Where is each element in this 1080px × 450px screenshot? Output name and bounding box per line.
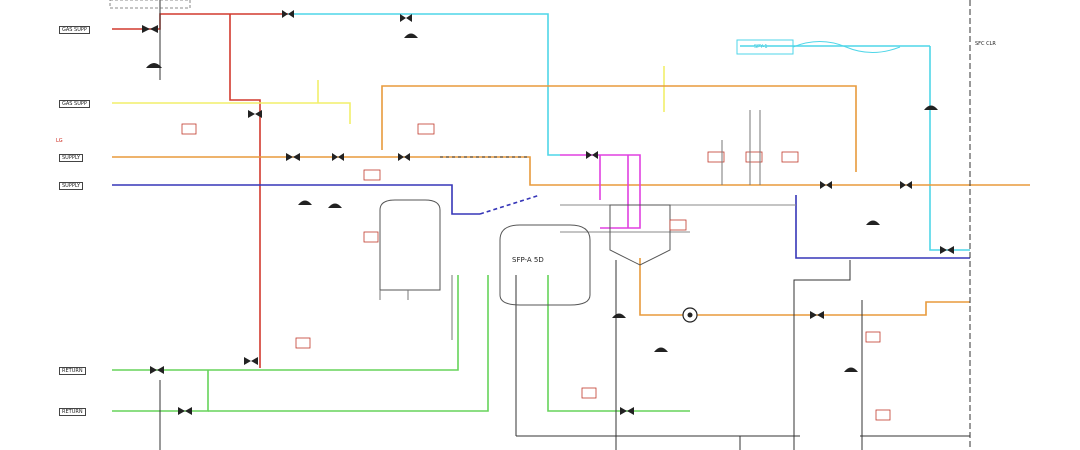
actuator-icon (146, 63, 162, 68)
valve-icon[interactable] (244, 357, 258, 365)
valve-icon[interactable] (820, 181, 832, 189)
pump-icon[interactable] (682, 307, 698, 323)
instrument-tag (707, 151, 725, 163)
cyan-tank (736, 39, 901, 55)
green-process-line (112, 275, 459, 371)
valve-icon[interactable] (178, 407, 192, 415)
black-right-line (793, 260, 851, 450)
line-tag-4: SUPPLY (59, 182, 84, 190)
instrument-tag (181, 123, 197, 135)
green-return-line (208, 275, 489, 412)
valve-icon[interactable] (248, 110, 262, 118)
actuator-icon (612, 313, 626, 318)
actuator-icon (844, 367, 858, 372)
top-boundary-box (109, 0, 191, 9)
actuator-icon (654, 347, 668, 352)
actuator-icon (298, 200, 312, 205)
actuator-icon (404, 33, 418, 38)
instrument-tag (745, 151, 763, 163)
green-riser-line (547, 275, 690, 412)
blue-process-line (112, 184, 480, 215)
instrument-tag (865, 331, 881, 343)
line-tag-2: GAS SUPP (59, 100, 90, 108)
instrument-tag (363, 169, 381, 181)
valve-icon[interactable] (142, 25, 158, 33)
instrument-tag (417, 123, 435, 135)
blue-right-line (795, 195, 970, 259)
blue-dashed-line (479, 194, 541, 215)
orange-loop-line (381, 85, 857, 172)
valve-icon[interactable] (940, 246, 954, 254)
valve-icon[interactable] (398, 153, 410, 161)
actuator-icon (924, 105, 938, 110)
cyan-tank-label: SPY-1 (754, 44, 768, 50)
red-riser-line (229, 14, 261, 368)
cyan-right-line (929, 46, 970, 251)
instrument-tag (581, 387, 597, 399)
line-tag-6: RETURN (59, 408, 86, 416)
actuator-icon (866, 220, 880, 225)
line-tag-1: GAS SUPP (59, 26, 90, 34)
valve-icon[interactable] (400, 14, 412, 22)
instrument-tag (669, 219, 687, 231)
valve-icon[interactable] (150, 366, 164, 374)
yellow-process-line (112, 102, 351, 124)
valve-icon[interactable] (286, 153, 300, 161)
line-tag-3: SUPPLY (59, 154, 84, 162)
actuator-icon (328, 203, 342, 208)
valve-icon[interactable] (620, 407, 634, 415)
line-tag-5: RETURN (59, 367, 86, 375)
instrument-tag (875, 409, 891, 421)
valve-icon[interactable] (810, 311, 824, 319)
valve-icon[interactable] (900, 181, 912, 189)
red-process-line (112, 13, 288, 30)
cyan-process-line (288, 13, 560, 156)
instrument-tag (363, 231, 379, 243)
valve-icon[interactable] (586, 151, 598, 159)
orange-line-note: LG (56, 138, 63, 144)
valve-icon[interactable] (332, 153, 344, 161)
orange-process-line (112, 156, 1030, 186)
center-vessel (499, 224, 591, 306)
valve-icon[interactable] (282, 10, 294, 18)
instrument-tag (295, 337, 311, 349)
right-vessel (609, 204, 671, 266)
instrument-tag (781, 151, 799, 163)
center-vessel-label: SFP-A 5D (512, 256, 544, 264)
right-top-tag: SFC CLR (975, 41, 996, 47)
left-vessel (379, 199, 441, 291)
orange-lower-line (639, 258, 970, 316)
